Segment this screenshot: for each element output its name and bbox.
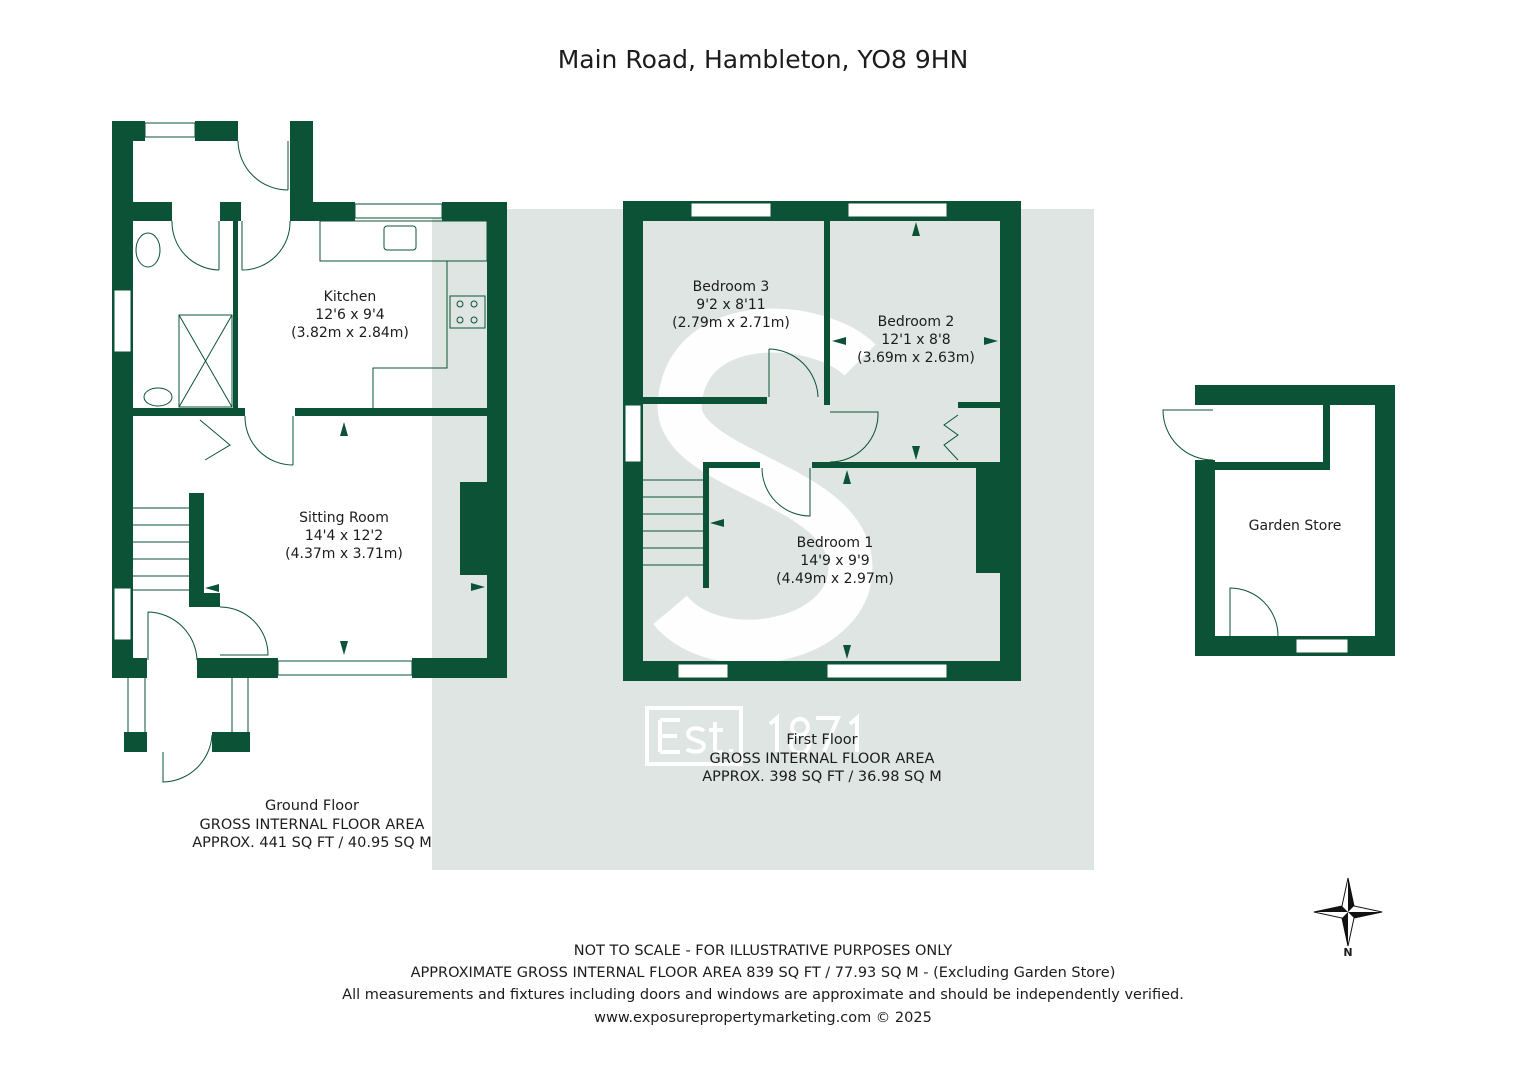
room-name: Kitchen — [323, 289, 377, 305]
room-name: Bedroom 3 — [692, 279, 770, 295]
room-name: Sitting Room — [299, 510, 389, 526]
floor-label: First Floor — [786, 732, 858, 748]
room-label-kitchen: Kitchen 12'6 x 9'4 (3.82m x 2.84m) — [291, 289, 409, 343]
room-size-metric: (2.79m x 2.71m) — [672, 314, 790, 331]
room-size-imperial: 14'4 x 12'2 — [304, 527, 384, 544]
room-label-bedroom-1: Bedroom 1 14'9 x 9'9 (4.49m x 2.97m) — [776, 535, 894, 589]
floor-label: Ground Floor — [264, 798, 360, 814]
watermark-s-logo — [653, 308, 876, 664]
room-size-metric: (3.82m x 2.84m) — [291, 324, 409, 341]
area-heading: GROSS INTERNAL FLOOR AREA — [709, 750, 935, 767]
ground-floor-plan — [112, 121, 507, 783]
room-label-bedroom-2: Bedroom 2 12'1 x 8'8 (3.69m x 2.63m) — [857, 314, 975, 368]
garden-store-plan — [1162, 385, 1395, 656]
room-size-metric: (3.69m x 2.63m) — [857, 349, 975, 366]
room-size-metric: (4.37m x 3.71m) — [285, 545, 403, 562]
room-name: Bedroom 1 — [796, 535, 874, 551]
first-floor-area: First Floor GROSS INTERNAL FLOOR AREA AP… — [702, 731, 942, 787]
north-compass-icon — [1313, 877, 1383, 947]
compass-north-label: N — [1343, 946, 1353, 959]
room-label-garden-store: Garden Store — [1248, 518, 1342, 534]
room-size-imperial: 9'2 x 8'11 — [696, 296, 766, 313]
footer-website: www.exposurepropertymarketing.com © 2025 — [594, 1010, 932, 1026]
area-value: APPROX. 398 SQ FT / 36.98 SQ M — [702, 769, 942, 786]
room-label-bedroom-3: Bedroom 3 9'2 x 8'11 (2.79m x 2.71m) — [672, 279, 790, 333]
room-label-sitting-room: Sitting Room 14'4 x 12'2 (4.37m x 3.71m) — [285, 510, 403, 564]
page-title: Main Road, Hambleton, YO8 9HN — [557, 45, 969, 74]
room-size-imperial: 14'9 x 9'9 — [800, 552, 870, 569]
area-heading: GROSS INTERNAL FLOOR AREA — [199, 816, 425, 833]
room-size-imperial: 12'1 x 8'8 — [881, 331, 951, 348]
room-size-imperial: 12'6 x 9'4 — [315, 306, 385, 323]
footer-measurement-note: All measurements and fixtures including … — [342, 987, 1184, 1003]
area-value: APPROX. 441 SQ FT / 40.95 SQ M — [192, 835, 432, 852]
footer-disclaimer: NOT TO SCALE - FOR ILLUSTRATIVE PURPOSES… — [573, 943, 953, 959]
first-floor-plan — [623, 201, 1021, 681]
footer-total-area: APPROXIMATE GROSS INTERNAL FLOOR AREA 83… — [410, 965, 1116, 981]
room-size-metric: (4.49m x 2.97m) — [776, 570, 894, 587]
ground-floor-area: Ground Floor GROSS INTERNAL FLOOR AREA A… — [192, 797, 432, 853]
room-name: Bedroom 2 — [877, 314, 955, 330]
watermark-est-logo — [645, 706, 859, 766]
